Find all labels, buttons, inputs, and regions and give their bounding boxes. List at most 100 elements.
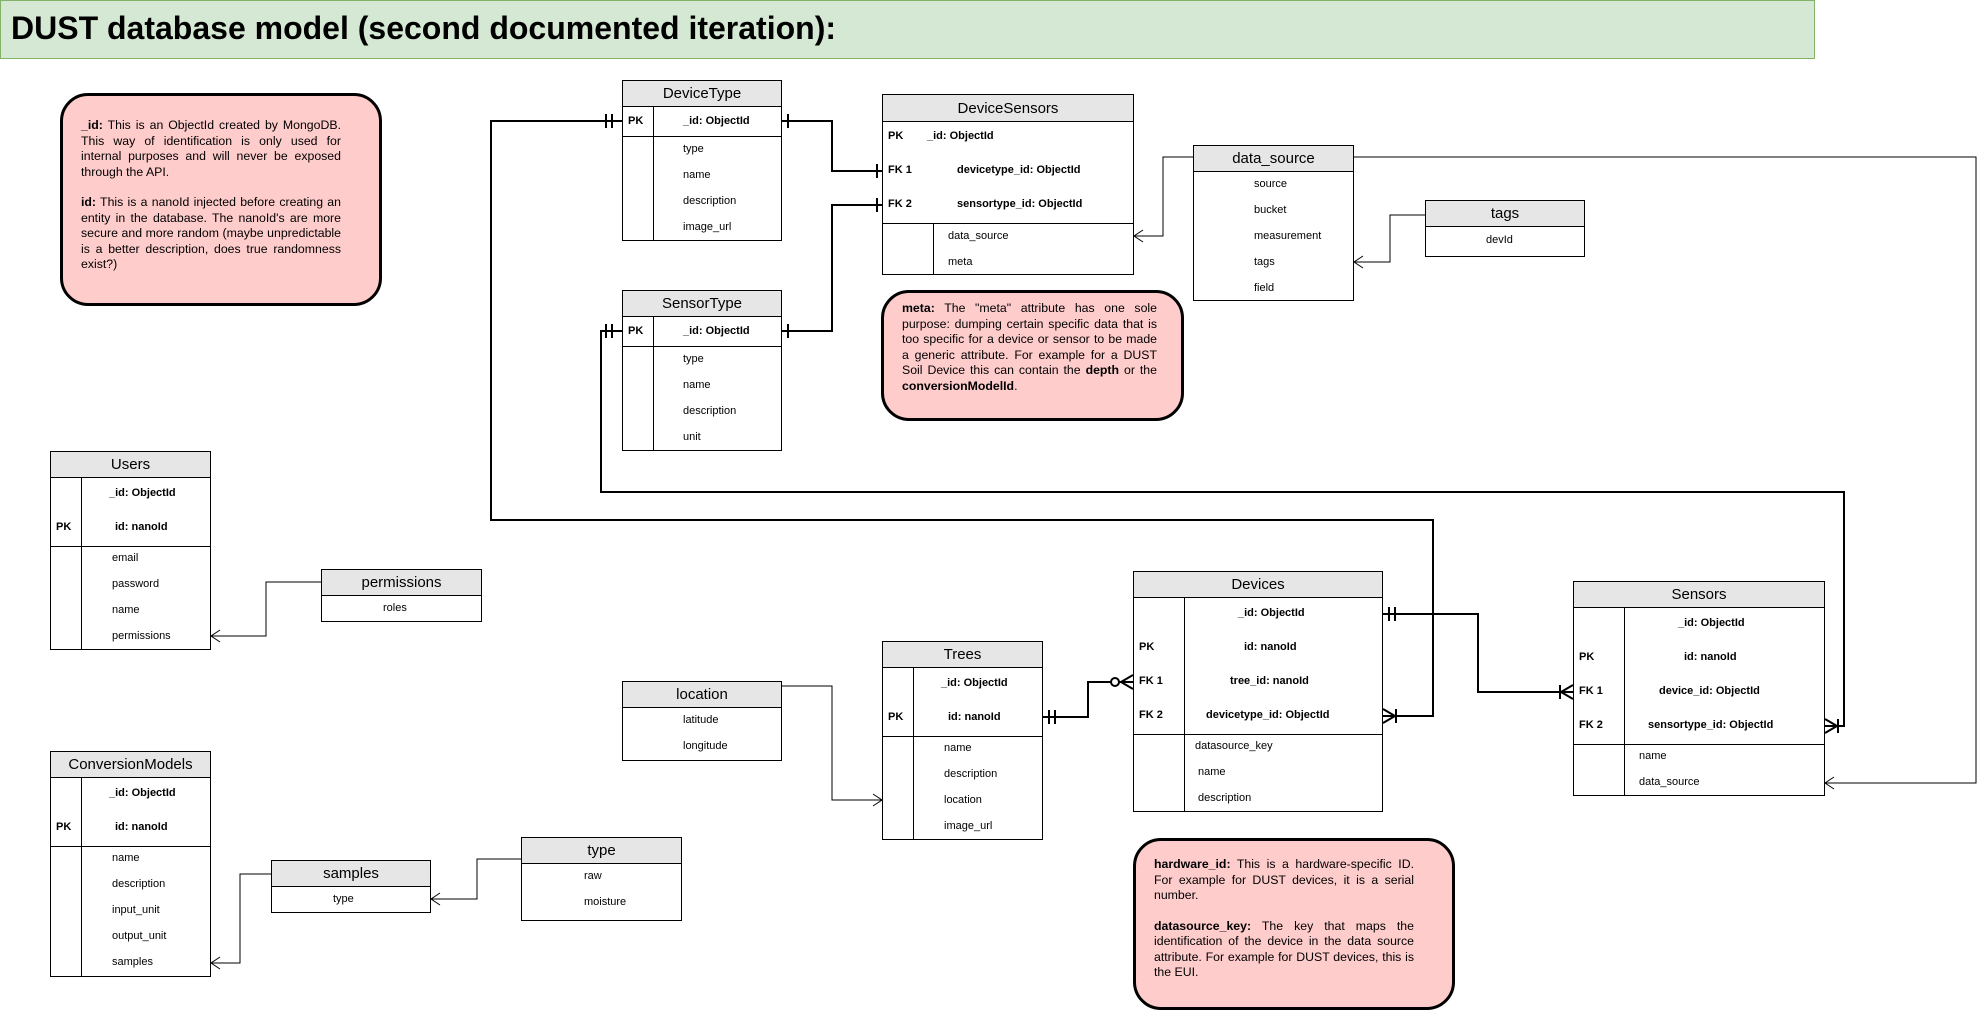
field: source [1254,178,1288,190]
field-pk: id: nanoId [115,521,168,533]
rel-sensortype-devicesensors [782,204,884,332]
fk-label: FK 1 [1579,685,1603,697]
key-divider [623,346,781,347]
note-text: The key that maps the identification of … [1154,918,1414,980]
arrow-head [1353,255,1364,269]
note-text: This is a hardware-specific ID. For exam… [1154,857,1414,902]
entity-header: DeviceType [623,81,781,107]
column-divider [653,317,654,450]
rel-tags-datasource [1354,214,1425,263]
key-divider [1134,734,1382,735]
entity-devicesensors: DeviceSensors PK _id: ObjectId FK 1 devi… [882,94,1134,275]
arrow-head [1824,776,1835,790]
rel-devicetype-devices [490,120,1434,717]
field: unit [683,431,701,443]
entity-header: SensorType [623,291,781,317]
note-text: This is a nanoId injected before creatin… [81,195,341,271]
field: name [1198,766,1226,778]
pk-label: PK [888,130,904,142]
key-divider [51,846,210,847]
fk-label: FK 2 [1139,709,1163,721]
note-meta-explanation: meta: The "meta" attribute has one sole … [881,290,1184,421]
field: image_url [683,221,732,233]
rel-devicetype-devicesensors [782,120,884,172]
field-id: _id: ObjectId [1238,607,1305,619]
entity-header: Users [51,452,210,478]
field: samples [112,956,153,968]
column-divider [1184,598,1185,811]
key-divider [883,223,1133,224]
entity-header: data_source [1194,146,1353,172]
key-divider [883,736,1042,737]
field-pk: id: nanoId [948,711,1001,723]
field: name [112,604,140,616]
field: field [1254,282,1275,294]
field-fk: sensortype_id: ObjectId [957,198,1083,210]
pk-label: PK [1139,641,1155,653]
key-divider [1574,744,1824,745]
entity-permissions: permissions roles [321,569,482,622]
field: type [333,893,354,905]
key-divider [623,136,781,137]
field: name [1639,750,1667,762]
arrow-head [210,629,221,643]
field: measurement [1254,230,1322,242]
entity-sensortype: SensorType PK _id: ObjectId type name de… [622,290,782,451]
note-emphasis: depth [1085,363,1120,377]
field: output_unit [112,930,167,942]
field-id: _id: ObjectId [1678,617,1745,629]
note-emphasis: conversionModelId [902,378,1015,393]
column-divider [81,478,82,649]
diagram-title: DUST database model (second documented i… [11,10,836,46]
note-term: id: [81,195,97,209]
field: data_source [1639,776,1700,788]
pk-label: PK [628,325,644,337]
field-id: _id: ObjectId [109,787,176,799]
field: description [683,405,737,417]
note-text: . [1014,378,1018,393]
entity-header: Trees [883,642,1042,668]
entity-header: type [522,838,681,864]
field: password [112,578,160,590]
field: email [112,552,139,564]
entity-header: tags [1426,201,1584,227]
crow-foot [1119,674,1134,690]
entity-data-source: data_source source bucket measurement ta… [1193,145,1354,301]
rel-datasource-devicesensors [1134,156,1193,237]
entity-header: ConversionModels [51,752,210,778]
field: description [112,878,166,890]
field-fk: tree_id: nanoId [1230,675,1309,687]
field: permissions [112,630,171,642]
entity-header: location [623,682,781,708]
column-divider [1624,608,1625,795]
rel-permissions-users [211,581,321,637]
field: devId [1486,234,1513,246]
field: datasource_key [1195,740,1273,752]
field-fk: device_id: ObjectId [1659,685,1760,697]
field: bucket [1254,204,1287,216]
field-fk: devicetype_id: ObjectId [1206,709,1330,721]
column-divider [913,668,914,839]
rel-trees-devices [1043,681,1133,718]
field: description [683,195,737,207]
entity-location: location latitude longitude [622,681,782,761]
field: longitude [683,740,728,752]
rel-type-samples [431,858,521,900]
field: description [944,768,998,780]
fk-label: FK 2 [888,198,912,210]
pk-label: PK [56,521,72,533]
fk-label: FK 2 [1579,719,1603,731]
field: name [683,169,711,181]
entity-header: Devices [1134,572,1382,598]
field: latitude [683,714,719,726]
note-hardware-explanation: hardware_id: This is a hardware-specific… [1133,838,1455,1010]
field-id: _id: ObjectId [941,677,1008,689]
pk-label: PK [56,821,72,833]
rel-samples-conversionmodels [211,873,271,964]
title-banner: DUST database model (second documented i… [0,0,1815,59]
crow-circle [1110,677,1120,687]
entity-sensors: Sensors _id: ObjectId PK id: nanoId FK 1… [1573,581,1825,796]
entity-type: type raw moisture [521,837,682,921]
field: image_url [944,820,993,832]
